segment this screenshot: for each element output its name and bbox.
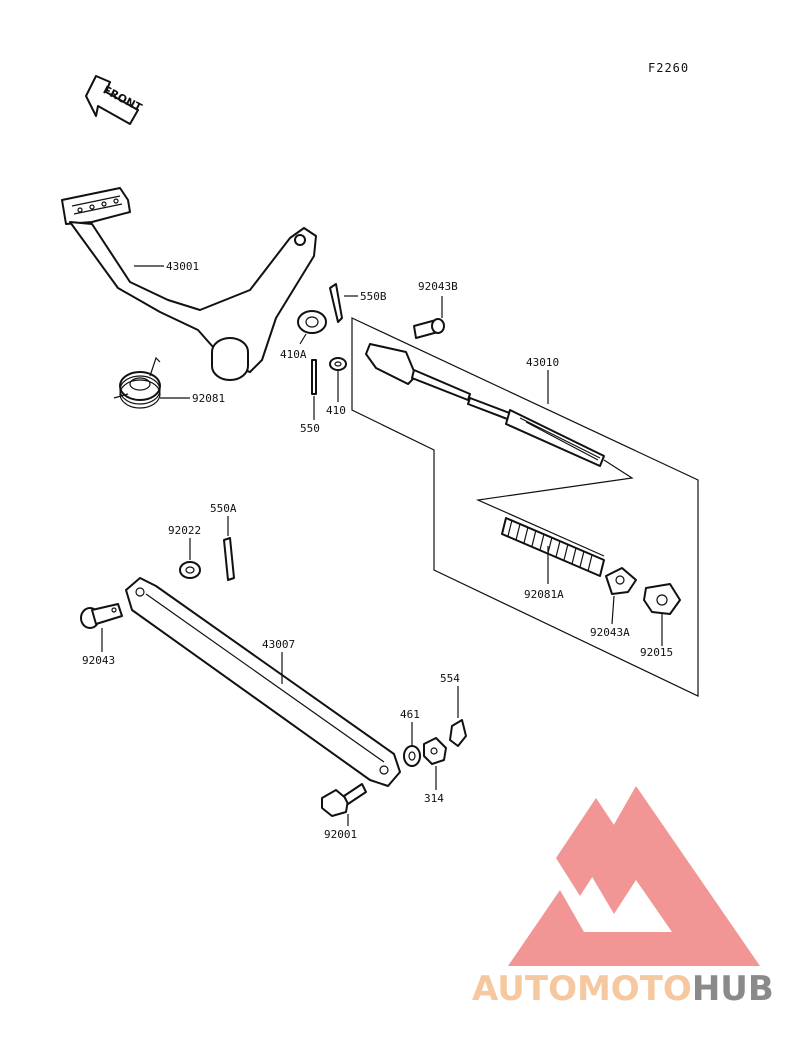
part-label-461: 461 [400,708,420,721]
washer-410a-part [297,310,327,334]
link-rod-43007-part [125,577,401,787]
washer-461-part [403,745,421,767]
washer-410-part [329,357,347,371]
brake-rod-43010-part [365,343,605,467]
part-label-550b: 550B [360,290,387,303]
part-label-92043: 92043 [82,654,115,667]
part-label-43001: 43001 [166,260,199,273]
pin-92043b-part [413,318,445,339]
part-label-92001: 92001 [324,828,357,841]
brake-pedal-part [61,187,317,381]
brand-name-part1: AUTOMOTO [472,969,692,1009]
nut-314-part [423,737,447,765]
part-label-314: 314 [424,792,444,805]
pin-92043-part [80,603,123,629]
brand-name-part2: HUB [692,969,774,1009]
diagram-code: F2260 [648,61,689,75]
part-label-554: 554 [440,672,460,685]
rod-assembly-outline [351,317,699,697]
part-label-92022: 92022 [168,524,201,537]
bolt-92001-part [321,783,367,817]
automotohub-logo-icon [508,786,760,966]
clip-554-part [449,719,467,747]
part-label-92015: 92015 [640,646,673,659]
washer-92022-part [179,561,201,579]
part-label-43010: 43010 [526,356,559,369]
part-label-92081: 92081 [192,392,225,405]
collar-92043a-part [605,567,637,595]
cotter-pin-550b-part [329,283,343,323]
return-spring-part [113,356,161,409]
part-label-92043a: 92043A [590,626,630,639]
adjust-nut-92015-part [643,583,681,615]
part-label-550a: 550A [210,502,237,515]
leader-lines [101,265,663,826]
cotter-pin-550a-part [223,537,235,581]
part-label-92043b: 92043B [418,280,458,293]
front-arrow-icon: FRONT [85,75,144,125]
part-label-410: 410 [326,404,346,417]
part-label-43007: 43007 [262,638,295,651]
part-label-410a: 410A [280,348,307,361]
rod-spring-92081a-part [501,517,605,577]
rod-break-line [475,459,634,557]
cotter-pin-550-part [311,359,317,395]
brand-watermark: AUTOMOTOHUB [472,969,774,1009]
part-label-92081a: 92081A [524,588,564,601]
part-label-550: 550 [300,422,320,435]
